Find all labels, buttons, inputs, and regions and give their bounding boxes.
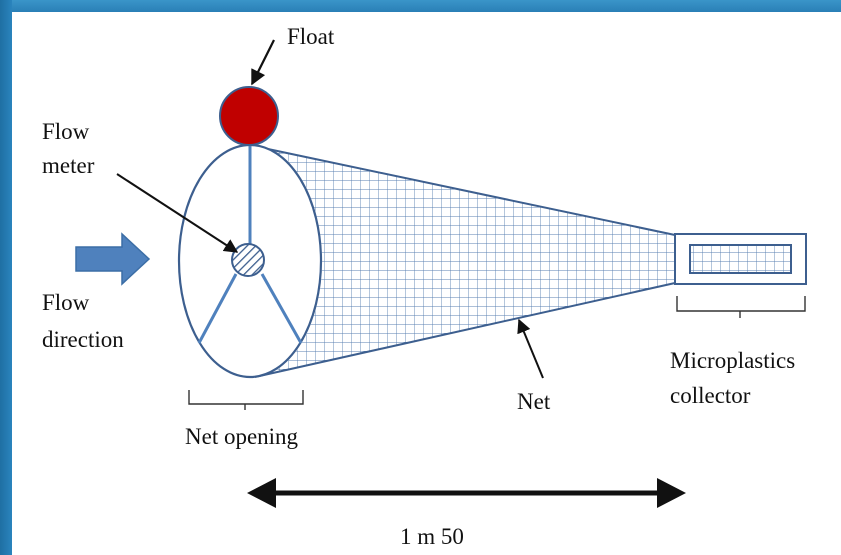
net-label: Net bbox=[517, 389, 551, 414]
collector-label-line1: Microplastics bbox=[670, 348, 796, 373]
collector-inner bbox=[689, 244, 792, 274]
length-arrow-left-head bbox=[247, 478, 276, 508]
flow-direction-arrow bbox=[75, 232, 151, 286]
flow-meter-pointer-arrow bbox=[116, 173, 239, 253]
collector-brace bbox=[676, 296, 806, 318]
float-label: Float bbox=[287, 24, 335, 49]
flow-meter-icon bbox=[231, 243, 265, 277]
net-cone bbox=[249, 144, 675, 377]
length-label: 1 m 50 bbox=[400, 524, 464, 549]
flow-meter-label-line2: meter bbox=[42, 153, 95, 178]
flow-direction-label-line1: Flow bbox=[42, 290, 90, 315]
strut-right bbox=[260, 273, 303, 344]
strut-left bbox=[197, 273, 238, 344]
length-arrow-right-head bbox=[657, 478, 686, 508]
net-opening-brace bbox=[188, 390, 304, 410]
float-icon bbox=[219, 86, 279, 146]
net-opening-label: Net opening bbox=[185, 424, 299, 449]
float-pointer-arrow bbox=[251, 39, 275, 86]
net-bottom-edge bbox=[254, 282, 676, 378]
frame-left-border bbox=[0, 0, 12, 555]
net-top-edge bbox=[248, 144, 676, 236]
flow-direction-label-line2: direction bbox=[42, 327, 124, 352]
collector-label-line2: collector bbox=[670, 383, 751, 408]
frame-top-border bbox=[0, 0, 841, 12]
flow-meter-label-line1: Flow bbox=[42, 119, 90, 144]
net-pointer-arrow bbox=[517, 318, 544, 379]
